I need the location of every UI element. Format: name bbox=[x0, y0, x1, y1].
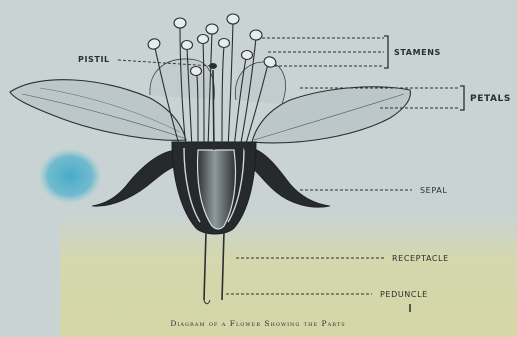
label-petals: PETALS bbox=[470, 94, 511, 104]
diagram-caption: Diagram of a Flower Showing the Parts bbox=[170, 319, 345, 328]
anther-10 bbox=[250, 30, 262, 40]
anther-3 bbox=[182, 41, 193, 50]
anther-6 bbox=[206, 24, 218, 34]
label-stamens: STAMENS bbox=[394, 48, 441, 57]
label-peduncle: PEDUNCLE bbox=[380, 290, 428, 299]
blue-stain bbox=[38, 148, 102, 204]
anther-2 bbox=[174, 18, 186, 28]
label-receptacle: RECEPTACLE bbox=[392, 254, 449, 263]
pistil-style bbox=[213, 70, 214, 150]
anther-9 bbox=[242, 51, 253, 60]
label-pistil: PISTIL bbox=[78, 55, 110, 64]
anther-4 bbox=[191, 67, 202, 76]
anther-7 bbox=[219, 39, 230, 48]
anther-8 bbox=[227, 14, 239, 24]
label-sepal: SEPAL bbox=[420, 186, 447, 195]
anther-5 bbox=[198, 35, 209, 44]
